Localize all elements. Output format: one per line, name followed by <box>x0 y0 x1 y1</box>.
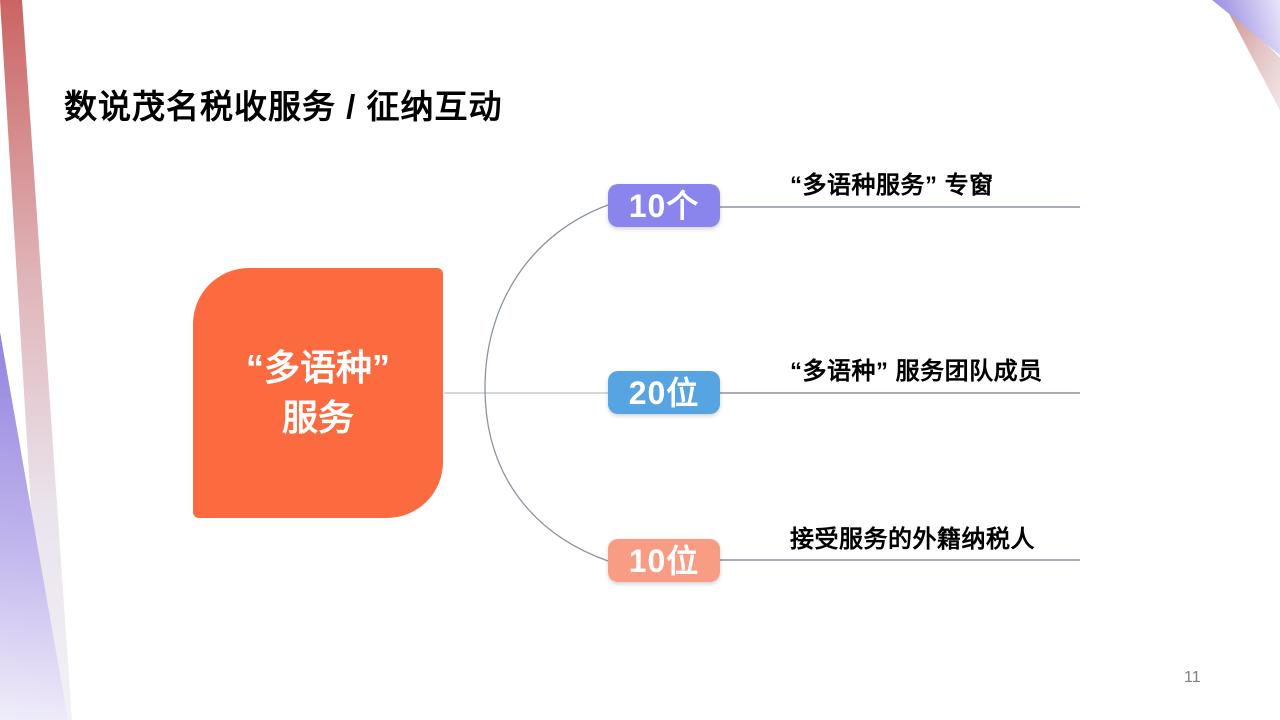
branch3-count-badge: 10位 <box>608 539 720 582</box>
branch2-label: “多语种” 服务团队成员 <box>790 358 1043 385</box>
page-number: 11 <box>1184 669 1201 686</box>
slide-title: 数说茂名税收服务 / 征纳互动 <box>64 88 503 126</box>
branch3-label: 接受服务的外籍纳税人 <box>790 526 1035 553</box>
center-topic-line2: 服务 <box>281 397 354 438</box>
connector-lines <box>444 204 1080 562</box>
branch1-label: “多语种服务” 专窗 <box>790 172 994 199</box>
top-right-rose-triangle-decoration <box>1221 0 1280 111</box>
branch2-count-badge: 20位 <box>608 371 720 414</box>
branch-arc-connector <box>484 204 609 562</box>
branch1-count-badge: 10个 <box>608 184 720 227</box>
top-right-purple-triangle-decoration <box>1212 0 1280 56</box>
center-topic-node: “多语种” 服务 <box>193 268 443 518</box>
center-topic-line1: “多语种” <box>245 347 390 389</box>
